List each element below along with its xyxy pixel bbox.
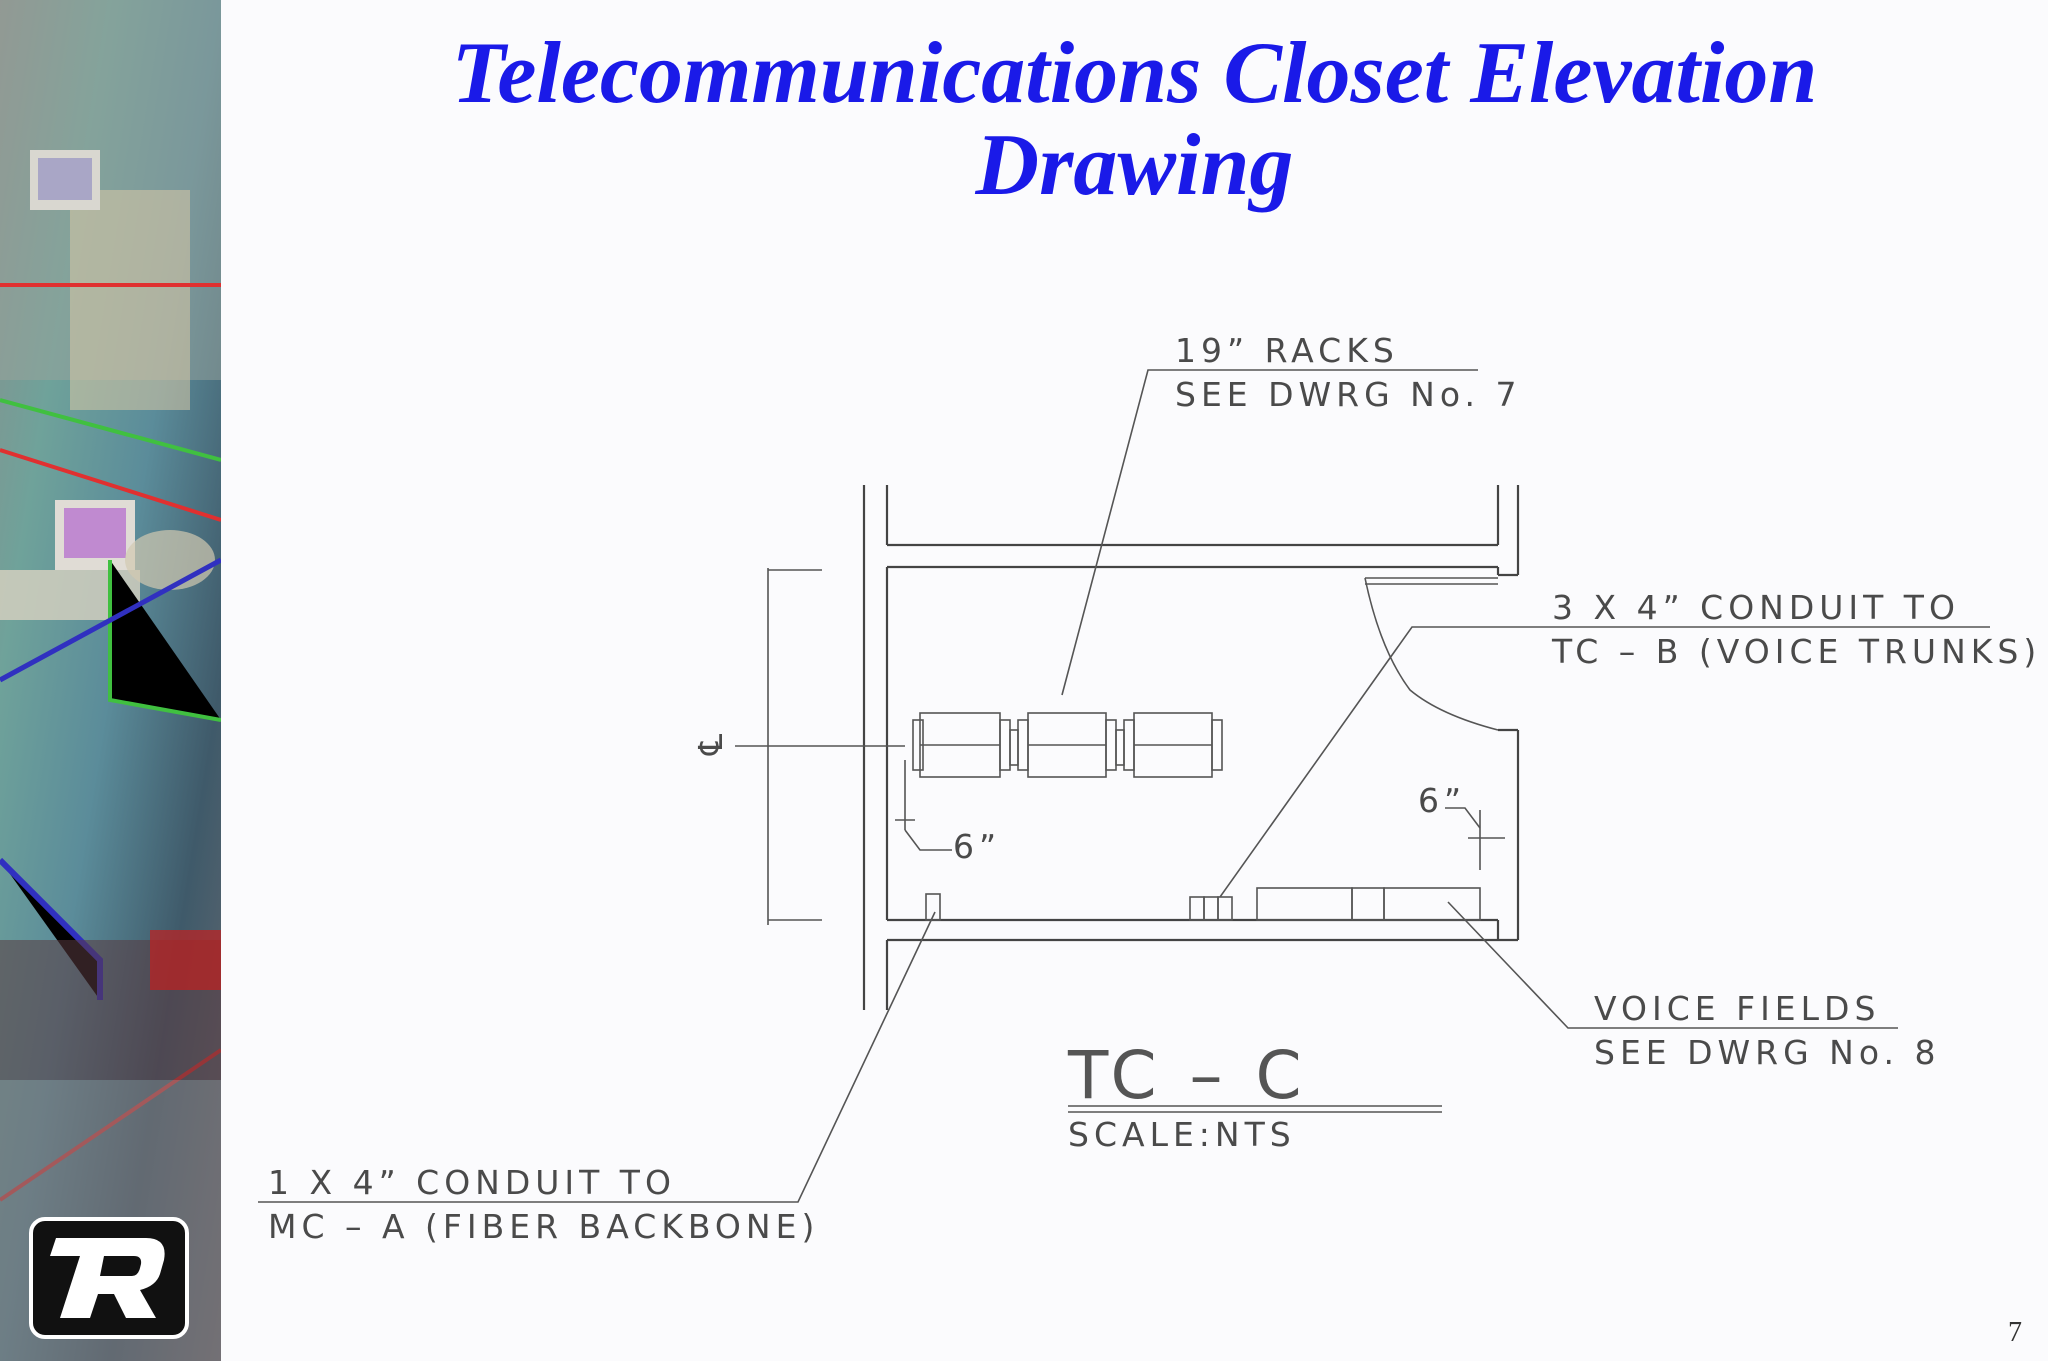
door-swing bbox=[1364, 577, 1499, 731]
conduit-mc-a-label-1: 1 X 4” CONDUIT TO bbox=[268, 1163, 676, 1202]
clearance-right: 6” bbox=[1418, 781, 1505, 870]
clearance-right-label: 6” bbox=[1418, 781, 1466, 820]
conduit-mc-a-label-2: MC – A (FIBER BACKBONE) bbox=[268, 1207, 819, 1246]
voice-fields-label-1: VOICE FIELDS bbox=[1594, 989, 1880, 1028]
centerline-dimension: ℄ bbox=[691, 568, 905, 925]
office-cabling-illustration bbox=[0, 0, 221, 1361]
conduit-mc-a-callout: 1 X 4” CONDUIT TO MC – A (FIBER BACKBONE… bbox=[258, 911, 936, 1246]
slide-title-line-1: Telecommunications Closet Elevation bbox=[451, 25, 1818, 122]
logo-r-icon bbox=[28, 1216, 190, 1340]
racks-label-1: 19” RACKS bbox=[1175, 331, 1399, 370]
voice-fields-callout: VOICE FIELDS SEE DWRG No. 8 bbox=[1447, 901, 1940, 1072]
conduit-tc-b-label-2: TC – B (VOICE TRUNKS) bbox=[1551, 632, 2041, 671]
slide-title: Telecommunications Closet Elevation Draw… bbox=[221, 28, 2048, 212]
clearance-left-label: 6” bbox=[953, 827, 1001, 866]
closet-walls bbox=[862, 485, 1520, 1010]
racks-callout: 19” RACKS SEE DWRG No. 7 bbox=[1061, 331, 1521, 696]
slide-title-line-2: Drawing bbox=[975, 117, 1294, 214]
decorative-sidebar bbox=[0, 0, 221, 1361]
page-number: 7 bbox=[2008, 1317, 2022, 1348]
voice-fields-label-2: SEE DWRG No. 8 bbox=[1594, 1033, 1940, 1072]
floor-equipment bbox=[925, 887, 1481, 921]
drawing-title-block: TC – C SCALE:NTS bbox=[1067, 1037, 1442, 1154]
clearance-left: 6” bbox=[895, 760, 1001, 866]
conduit-tc-b-label-1: 3 X 4” CONDUIT TO bbox=[1552, 588, 1960, 627]
centerline-symbol: ℄ bbox=[691, 729, 730, 756]
rack-row bbox=[912, 712, 1223, 778]
scale-label: SCALE:NTS bbox=[1068, 1115, 1296, 1154]
conduit-tc-b-callout: 3 X 4” CONDUIT TO TC – B (VOICE TRUNKS) bbox=[1219, 588, 2041, 898]
racks-label-2: SEE DWRG No. 7 bbox=[1175, 375, 1521, 414]
room-id: TC – C bbox=[1067, 1037, 1308, 1114]
